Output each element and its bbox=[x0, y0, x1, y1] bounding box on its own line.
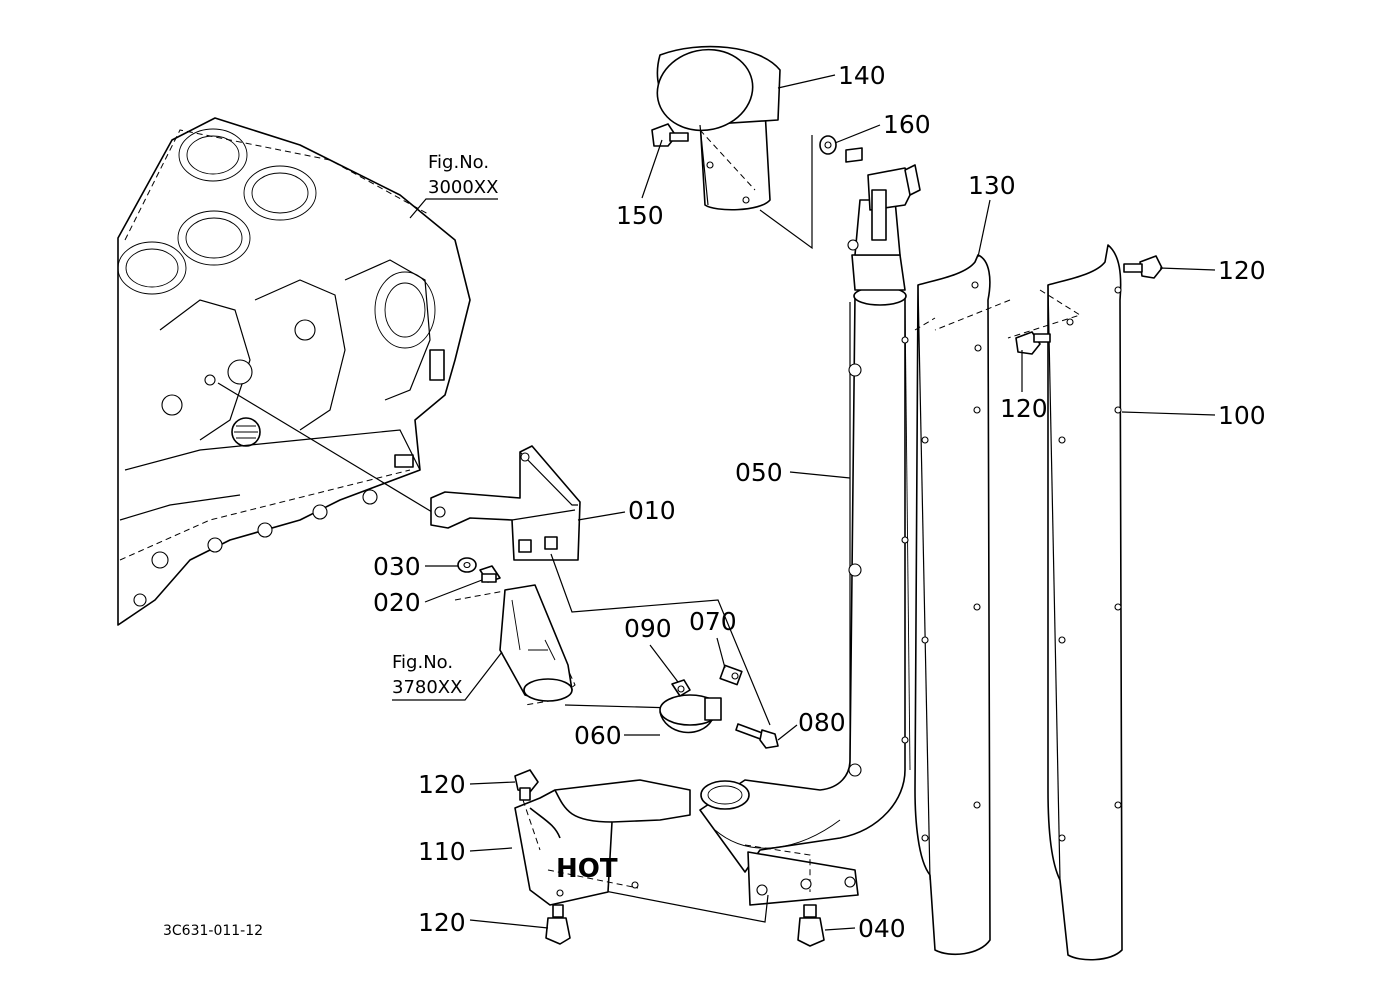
callout-100: 100 bbox=[1121, 401, 1266, 430]
callout-120-heatguard-top-label: 120 bbox=[418, 770, 466, 799]
part-130-cover bbox=[914, 254, 1011, 956]
part-120-bolt-heatguard-top bbox=[514, 769, 539, 801]
callout-160: 160 bbox=[834, 110, 931, 144]
callout-090-label: 090 bbox=[624, 614, 672, 643]
callout-030-label: 030 bbox=[373, 552, 421, 581]
callout-120-middle: 120 bbox=[1000, 350, 1048, 423]
callout-050: 050 bbox=[735, 458, 851, 487]
callout-120-middle-label: 120 bbox=[1000, 394, 1048, 423]
fig-ref-3000xx-prefix: Fig.No. bbox=[428, 152, 489, 173]
callout-020: 020 bbox=[373, 579, 483, 617]
callout-040: 040 bbox=[824, 914, 906, 943]
callout-080-label: 080 bbox=[798, 708, 846, 737]
callout-140: 140 bbox=[777, 61, 886, 90]
callout-060-label: 060 bbox=[574, 721, 622, 750]
part-120-bolt-upper-right bbox=[1123, 255, 1163, 279]
drawing-code: 3C631-011-12 bbox=[163, 923, 263, 939]
callout-030: 030 bbox=[373, 552, 458, 581]
callout-120-right-label: 120 bbox=[1218, 256, 1266, 285]
callout-120-right: 120 bbox=[1159, 256, 1266, 285]
part-040-bolt bbox=[797, 904, 825, 947]
ref-line-tailpipe-to-flange bbox=[759, 135, 813, 250]
hot-warning-label: HOT bbox=[556, 854, 618, 884]
callout-100-label: 100 bbox=[1218, 401, 1266, 430]
part-150-bolt bbox=[651, 123, 689, 147]
fig-ref-3780xx: Fig.No. 3780XX bbox=[392, 651, 503, 701]
part-090-nut bbox=[671, 679, 691, 697]
part-020-bolt bbox=[479, 565, 501, 583]
part-110-heat-guard: HOT bbox=[514, 779, 691, 906]
engine-bracket-ref-line bbox=[217, 382, 433, 513]
part-030-washer bbox=[457, 557, 477, 573]
part-120-bolt-heatguard-bottom bbox=[545, 904, 571, 945]
part-070-collar bbox=[719, 664, 743, 686]
part-060-clamp bbox=[659, 694, 722, 734]
callout-090: 090 bbox=[624, 614, 679, 683]
callout-060: 060 bbox=[574, 721, 660, 750]
ref-line-bracket-pipe bbox=[550, 553, 771, 726]
callout-040-label: 040 bbox=[858, 914, 906, 943]
callout-020-label: 020 bbox=[373, 588, 421, 617]
fig-ref-3780xx-number: 3780XX bbox=[392, 677, 462, 698]
part-010-bracket bbox=[430, 445, 581, 561]
callout-150-label: 150 bbox=[616, 201, 664, 230]
engine-block bbox=[117, 117, 471, 626]
fig-ref-3000xx: Fig.No. 3000XX bbox=[409, 152, 498, 219]
part-100-cover bbox=[1007, 244, 1123, 961]
callout-010-label: 010 bbox=[628, 496, 676, 525]
ref-line-pipe-clamp bbox=[564, 704, 676, 709]
part-160-washer bbox=[819, 135, 863, 163]
callout-150: 150 bbox=[616, 139, 664, 230]
part-080-bolt bbox=[735, 723, 779, 749]
callout-140-label: 140 bbox=[838, 61, 886, 90]
part-050-exhaust-pipe bbox=[699, 164, 921, 906]
callout-110-label: 110 bbox=[418, 837, 466, 866]
fig-ref-3780xx-prefix: Fig.No. bbox=[392, 652, 453, 673]
fig-ref-3000xx-number: 3000XX bbox=[428, 177, 498, 198]
callout-160-label: 160 bbox=[883, 110, 931, 139]
callout-070: 070 bbox=[689, 607, 737, 669]
callout-120-heatguard-bottom-label: 120 bbox=[418, 908, 466, 937]
turbo-outlet-pipe bbox=[454, 584, 576, 706]
ref-line-heatguard-to-plate bbox=[547, 879, 769, 923]
callout-050-label: 050 bbox=[735, 458, 783, 487]
callout-120-heatguard-top: 120 bbox=[418, 770, 516, 799]
callout-070-label: 070 bbox=[689, 607, 737, 636]
callout-120-heatguard-bottom: 120 bbox=[418, 908, 549, 937]
part-140-tail-pipe bbox=[656, 45, 781, 211]
callout-080: 080 bbox=[777, 708, 846, 741]
callout-130: 130 bbox=[968, 171, 1016, 258]
callout-110: 110 bbox=[418, 837, 513, 866]
part-120-bolt-middle bbox=[1015, 331, 1051, 355]
callout-130-label: 130 bbox=[968, 171, 1016, 200]
callout-010: 010 bbox=[577, 496, 676, 525]
